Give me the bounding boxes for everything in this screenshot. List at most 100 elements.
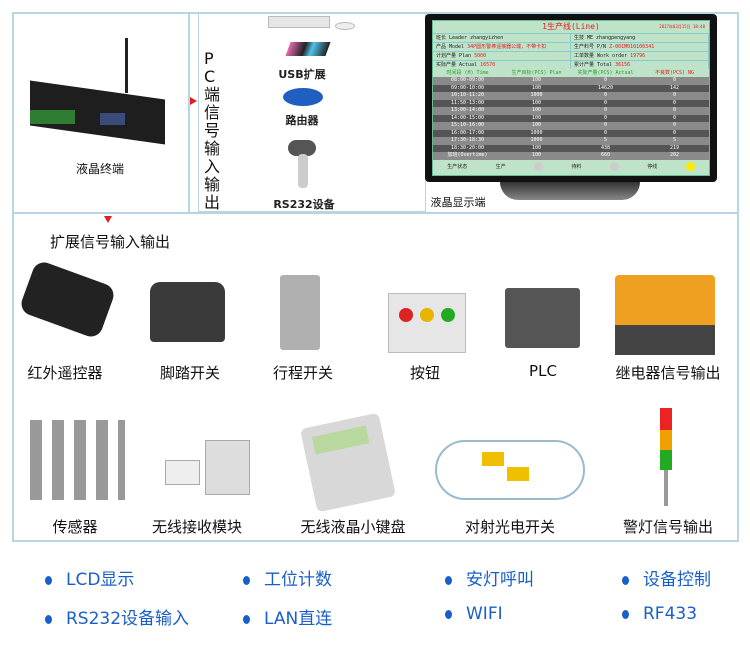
table-cell: 1000 (530, 129, 543, 136)
barcode-scanner-image (288, 140, 316, 190)
sensor-image (30, 420, 125, 500)
expansion-frame (12, 212, 739, 542)
travel-switch-image (280, 275, 320, 350)
info-value: Z-001M010100341 (609, 44, 655, 50)
info-key: 生技 ME (574, 35, 597, 41)
table-cell: 0 (603, 114, 607, 121)
table-cell: 5 (672, 137, 676, 143)
device-label: PLC (529, 362, 557, 380)
monitor-label: 液晶显示端 (430, 196, 486, 209)
info-key: 累计产量 Total (574, 62, 616, 68)
info-value: 5000 (474, 53, 487, 59)
button-box-image (388, 293, 466, 353)
info-value: zhangyizhen (470, 35, 504, 41)
table-cell: 16:00-17:00 (450, 129, 485, 136)
table-cell: 08:00-09:00 (450, 77, 485, 83)
router-image (283, 88, 323, 106)
rs232-label: RS232设备 (273, 198, 335, 211)
usb-label: USB扩展 (278, 68, 326, 81)
info-cell: 产品 Model 34P圆形警棒遥接器公端，不带卡扣 (433, 43, 571, 51)
table-cell: 0 (672, 114, 676, 121)
keyboard-image (268, 16, 330, 28)
usb-hub-image (285, 42, 331, 56)
info-cell: 累计产量 Total 36156 (571, 61, 709, 69)
foot-switch-image (150, 282, 225, 342)
info-key: 实际产量 Actual (436, 62, 481, 68)
info-value: 34P圆形警棒遥接器公端，不带卡扣 (467, 44, 547, 50)
table-cell: 13:00-14:00 (450, 107, 485, 113)
table-cell: 18:30-20:00 (450, 144, 485, 151)
device-label: 警灯信号输出 (622, 518, 714, 536)
feature-item: 安灯呼叫 (445, 565, 534, 590)
photoelectric-switch-image (435, 440, 585, 500)
router-label: 路由器 (285, 114, 319, 127)
table-cell: 438 (600, 144, 611, 151)
table-cell: 100 (531, 99, 542, 106)
expansion-title: 扩展信号输入输出 (50, 233, 171, 251)
table-cell: 202 (669, 152, 680, 158)
table-cell: 660 (600, 152, 611, 158)
table-cell: 142 (669, 84, 680, 91)
info-key: 产品 Model (436, 44, 468, 50)
info-key: 计划产量 Plan (436, 53, 475, 59)
table-cell: 1000 (530, 137, 543, 143)
plc-image (505, 288, 580, 348)
table-cell: 14:00-15:00 (450, 114, 485, 121)
arrow-down-icon (104, 216, 112, 223)
lcd-terminal-image (25, 38, 175, 148)
table-cell: 0 (672, 99, 676, 106)
device-label: 继电器信号输出 (615, 364, 721, 382)
table-header-cell: 不良数(PCS) NG (654, 70, 695, 76)
device-label: 传感器 (52, 518, 98, 536)
table-cell: 100 (531, 122, 542, 128)
monitor-stand (500, 182, 640, 200)
status-waiting: 待料 (571, 164, 582, 170)
info-cell: 计划产量 Plan 5000 (433, 52, 571, 60)
info-key: 工单数量 Work order (574, 53, 631, 59)
table-cell: 0 (672, 122, 676, 128)
table-header-cell: 生产目标(PCS) Plan (511, 70, 562, 76)
device-label: 行程开关 (272, 364, 334, 382)
info-cell: 实际产量 Actual 16570 (433, 61, 571, 69)
table-row: 13:00-14:00 100 0 0 (433, 107, 709, 115)
table-cell: 15:10-16:00 (450, 122, 485, 128)
table-cell: 100 (531, 114, 542, 121)
info-value: 36156 (615, 62, 631, 68)
table-cell: 0 (603, 122, 607, 128)
info-row: 产品 Model 34P圆形警棒遥接器公端，不带卡扣生产料号 P/N Z-001… (433, 42, 709, 51)
table-cell: 09:00-10:00 (450, 84, 485, 91)
table-cell: 0 (603, 99, 607, 106)
table-header-cell: 实际产量(PCS) Actual (577, 70, 634, 76)
table-cell: 0 (672, 77, 676, 83)
info-cell: 工单数量 Work order 19796 (571, 52, 709, 60)
table-row: 15:10-16:00 100 0 0 (433, 122, 709, 130)
table-cell: 5 (603, 137, 607, 143)
device-label: 按钮 (409, 364, 441, 382)
warning-light-image (650, 408, 690, 508)
table-cell: 100 (531, 144, 542, 151)
table-cell: 0 (603, 92, 607, 98)
terminal-label: 液晶终端 (75, 162, 125, 176)
info-value: 19796 (630, 53, 646, 59)
table-cell: 0 (603, 107, 607, 113)
mouse-image (335, 22, 355, 30)
status-light (534, 162, 544, 171)
relay-compressor-image (615, 275, 715, 355)
device-label: 红外遥控器 (27, 364, 103, 382)
info-cell: 生产料号 P/N Z-001M010100341 (571, 43, 709, 51)
device-label: 脚踏开关 (159, 364, 221, 382)
table-cell: 0 (672, 107, 676, 113)
device-label: 无线液晶小键盘 (300, 518, 406, 536)
table-cell: 10:10-11:20 (450, 92, 485, 98)
feature-item: 工位计数 (243, 565, 332, 590)
feature-item: LAN直连 (243, 604, 332, 629)
table-cell: 100 (531, 107, 542, 113)
